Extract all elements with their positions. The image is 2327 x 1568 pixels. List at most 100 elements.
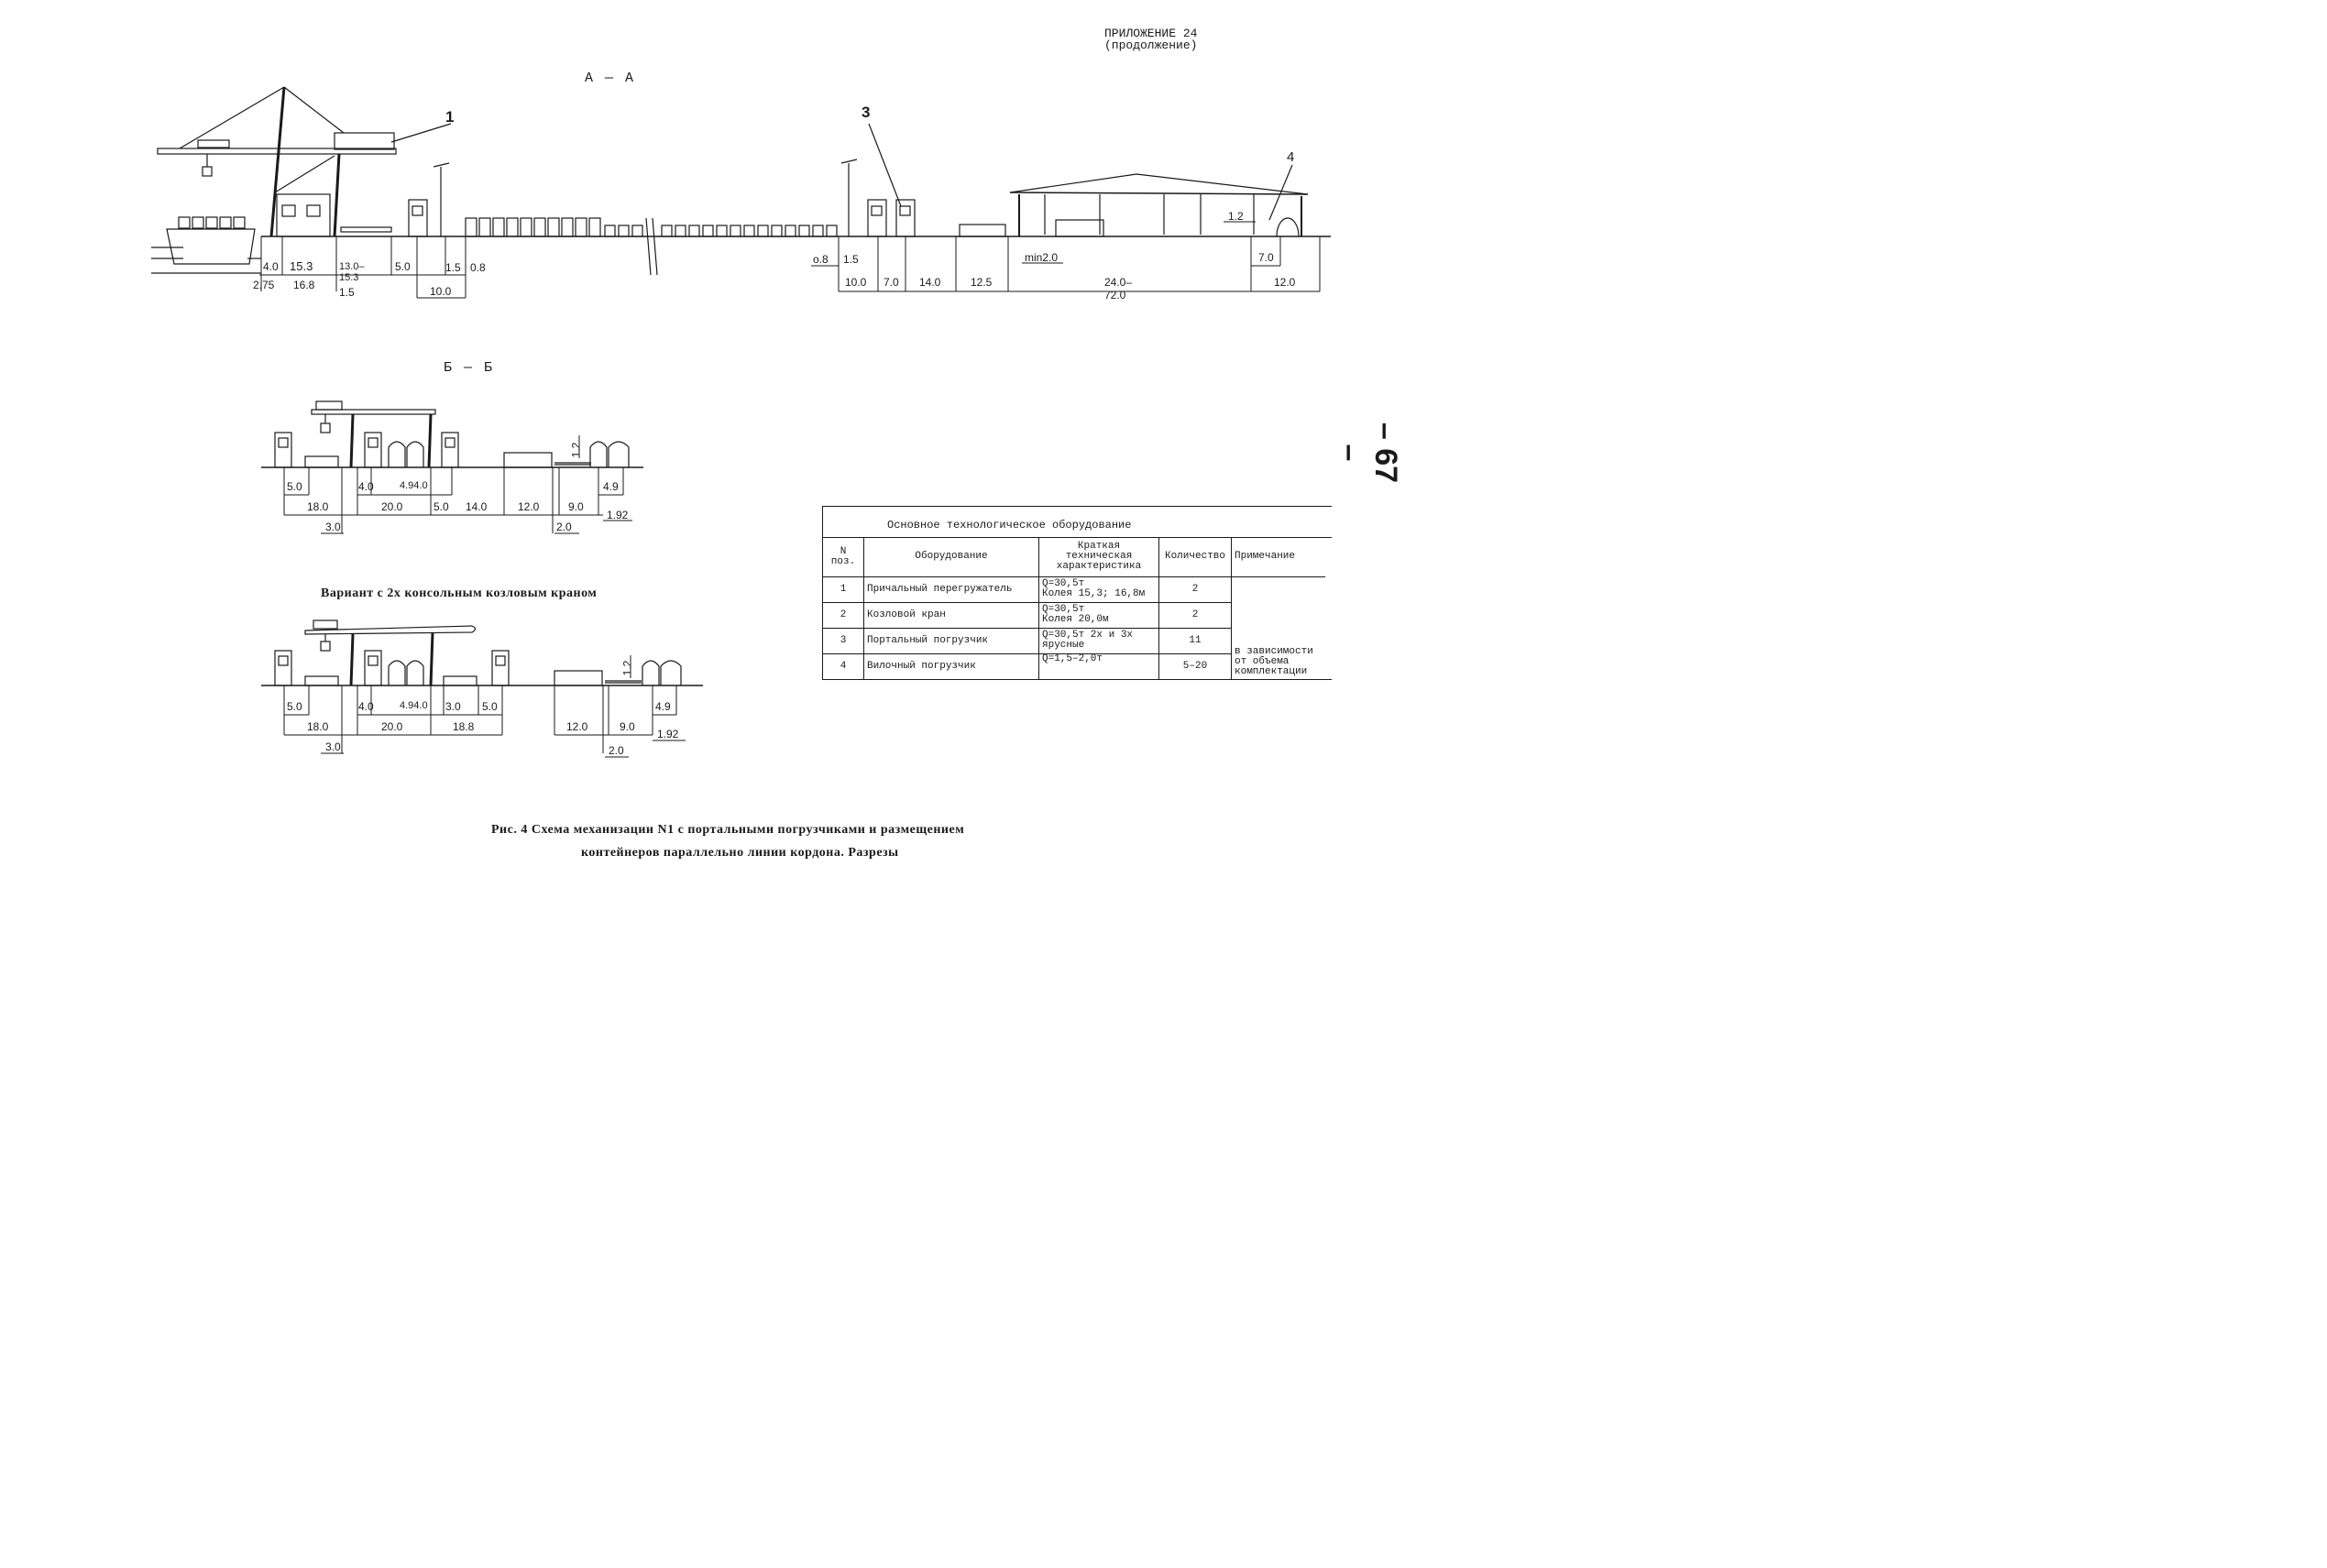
- dim-label: 9.0: [568, 500, 584, 513]
- section-label-aa: А — А: [585, 71, 636, 86]
- dim-label: 16.8: [293, 279, 315, 291]
- dim-label: 18.8: [453, 720, 475, 733]
- spec-line: ярусные: [1042, 640, 1085, 651]
- dim-label: 18.0: [307, 500, 329, 513]
- variant-drawing: [261, 620, 703, 758]
- appendix-subtitle: (продолжение): [1104, 38, 1198, 52]
- header-equipment: Оборудование: [863, 538, 1039, 577]
- dim-label: 1.5: [843, 253, 859, 266]
- dim-label: 2.0: [609, 744, 624, 757]
- container-rows-left: [465, 217, 643, 237]
- note-line: комплектации: [1235, 665, 1308, 677]
- callout-leader-3: [868, 123, 902, 207]
- dim-label: 4.94.0: [400, 480, 428, 491]
- container-stacks-variant: [304, 660, 682, 686]
- straddle-carriers-variant: [274, 650, 510, 686]
- section-bb-drawing: [261, 400, 643, 534]
- dim-label: 1.2: [1228, 210, 1244, 223]
- table-header-row: N поз. Оборудование Краткая техническая …: [823, 538, 1325, 577]
- dim-label: о.8: [813, 253, 829, 266]
- gantry-crane-variant: [304, 620, 477, 686]
- dim-label: 12.5: [971, 276, 993, 289]
- dim-label: 5.0: [287, 480, 302, 493]
- equipment-table-grid: N поз. Оборудование Краткая техническая …: [823, 538, 1325, 680]
- dimension-lines-variant: [283, 655, 686, 758]
- equipment-table: Основное технологическое оборудование N …: [822, 506, 1332, 680]
- spec-line: Q=1,5–2,0т: [1042, 652, 1103, 664]
- dim-label: 4.9: [655, 700, 671, 713]
- dim-label: 10.0: [430, 285, 452, 298]
- row-equipment: Портальный погрузчик: [863, 627, 1039, 654]
- dim-label: 5.0: [287, 700, 302, 713]
- header-pos: N поз.: [823, 538, 864, 577]
- warehouse: [1009, 173, 1309, 237]
- dim-label: 2.75: [253, 279, 275, 291]
- spec-line: Колея 15,3; 16,8м: [1042, 588, 1146, 599]
- dim-label: 4.0: [358, 480, 374, 493]
- dim-label: 3.0: [325, 740, 341, 753]
- gantry-crane-bb: [311, 400, 436, 468]
- dim-label: 3.0: [445, 700, 461, 713]
- dim-label: 20.0: [381, 720, 403, 733]
- dim-label: 15.3: [290, 259, 313, 273]
- page-number: – 67 –: [1333, 422, 1403, 484]
- dim-label: 5.0: [434, 500, 449, 513]
- row-qty: 2: [1158, 601, 1232, 629]
- dim-label: 1.92: [607, 509, 629, 521]
- straddle-carrier-a: [408, 199, 428, 237]
- row-equipment: Козловой кран: [863, 601, 1039, 629]
- dim-label: 4.0: [358, 700, 374, 713]
- light-pole-1: [433, 162, 450, 236]
- spec-line: Q=30,5т: [1042, 604, 1085, 615]
- spec-line: Q=30,5т 2х и 3х: [1042, 630, 1134, 641]
- container-stack: [959, 224, 1006, 237]
- callout-3: 3: [862, 104, 871, 121]
- water-surface: [151, 247, 261, 274]
- section-aa-drawing: [151, 86, 1331, 299]
- dim-label: 24.0–72.0: [1104, 276, 1133, 302]
- caption-line-2: контейнеров параллельно линии кордона. Р…: [581, 846, 899, 860]
- row-equipment: Вилочный погрузчик: [863, 652, 1039, 680]
- appendix-header: ПРИЛОЖЕНИЕ 24 (продолжение): [1104, 27, 1197, 51]
- break-mark: [645, 217, 658, 276]
- straddle-carriers-bb: [274, 432, 459, 468]
- dim-label: 14.0: [919, 276, 941, 289]
- dim-label: 18.0: [307, 720, 329, 733]
- row-qty: 11: [1158, 627, 1232, 654]
- note-line: в зависимости: [1235, 645, 1313, 657]
- row-equipment: Причальный перегружатель: [863, 576, 1039, 603]
- dim-label: 1.5: [445, 261, 461, 274]
- dim-label: min2.0: [1025, 251, 1059, 264]
- dim-label: 2.0: [556, 521, 572, 533]
- row-pos: 2: [823, 601, 864, 629]
- dimension-lines-aa: [259, 221, 1321, 299]
- table-row: 4 Вилочный погрузчик Q=1,5–2,0т 5–20: [823, 652, 1325, 680]
- dim-label: 20.0: [381, 500, 403, 513]
- dim-label: 12.0: [1274, 276, 1296, 289]
- dim-label: 10.0: [845, 276, 867, 289]
- dim-label: 12.0: [518, 500, 540, 513]
- callout-leader-4: [1268, 164, 1293, 221]
- dim-label: 7.0: [884, 276, 899, 289]
- appendix-title: ПРИЛОЖЕНИЕ 24: [1104, 27, 1198, 40]
- spec-line: Q=30,5т: [1042, 578, 1085, 589]
- row-spec: Q=1,5–2,0т: [1038, 652, 1159, 680]
- dim-label: 1.5: [339, 286, 355, 299]
- caption-line-1: Рис. 4 Схема механизации N1 с портальным…: [491, 823, 965, 837]
- dim-label: 5.0: [395, 260, 411, 273]
- ship: [166, 216, 256, 265]
- dim-label: 0.8: [470, 261, 486, 274]
- dim-label: 14.0: [466, 500, 488, 513]
- dim-label: 9.0: [620, 720, 635, 733]
- pavement: [340, 226, 392, 233]
- note-cell: в зависимости от объема комплектации: [1231, 576, 1325, 680]
- dim-label: 7.0: [1258, 251, 1274, 264]
- dim-label: 5.0: [482, 700, 498, 713]
- dimension-lines-bb: [283, 435, 632, 534]
